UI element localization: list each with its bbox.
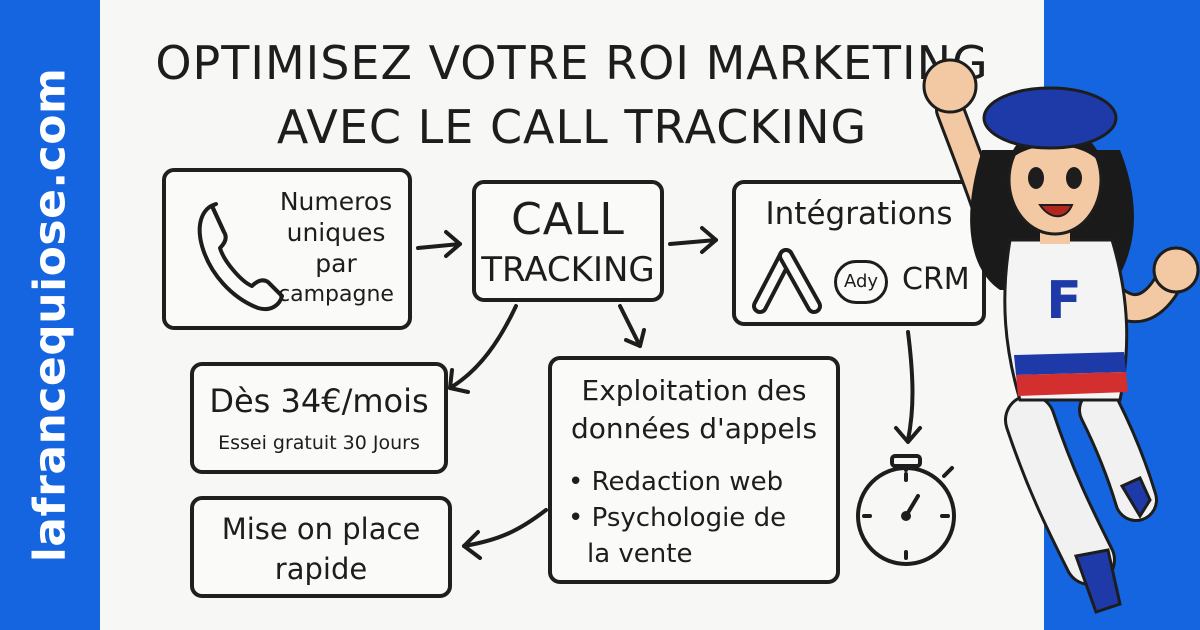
bullet-text-3: la vente [587, 539, 693, 569]
raised-fist-icon [922, 58, 978, 114]
call-tracking-line-1: CALL [511, 194, 625, 245]
arrow-call-to-integrations [668, 226, 718, 254]
call-tracking-line-2: TRACKING [481, 250, 655, 290]
arrow-integrations-to-timer [894, 330, 922, 444]
title-line-1: OPTIMISEZ VOTRE ROI MARKETING [155, 36, 989, 90]
bullet-item-1: • Redaction web [568, 467, 784, 497]
ads-badge: Ady [834, 260, 888, 304]
call-tracking-box: CALL TRACKING [472, 180, 664, 302]
exploitation-title-1: Exploitation des [581, 374, 807, 407]
exploitation-title-2: données d'appels [570, 412, 818, 445]
numbers-line-4: campagne [278, 282, 394, 307]
crm-label: CRM [902, 262, 970, 297]
bullet-item-2: • Psychologie de [568, 503, 787, 533]
arrow-call-to-exploitation [618, 304, 646, 348]
mascot-left-eye [1028, 167, 1044, 189]
ads-label: Ady [843, 271, 879, 292]
price-text: Dès 34€/mois [209, 382, 429, 420]
price-box: Dès 34€/mois Essei gratuit 30 Jours [190, 362, 448, 474]
phone-icon [197, 202, 284, 311]
whiteboard: OPTIMISEZ VOTRE ROI MARKETING AVEC LE CA… [100, 0, 1044, 630]
bullet-text-2: Psychologie de [591, 503, 787, 533]
title-line-2: AVEC LE CALL TRACKING [276, 100, 868, 154]
exploitation-box: Exploitation des données d'appels • Reda… [548, 356, 840, 584]
fist-icon [1152, 246, 1200, 294]
numbers-line-3: par [315, 249, 357, 278]
mascot-right-eye [1066, 167, 1082, 189]
numbers-line-2: uniques [286, 218, 386, 247]
integrations-title: Intégrations [765, 196, 953, 232]
google-ads-icon [752, 248, 822, 314]
arrow-call-to-price [448, 304, 518, 394]
bullet-text-1: Redaction web [591, 467, 784, 497]
arrow-numbers-to-call [416, 230, 462, 258]
setup-line-2: rapide [274, 552, 368, 586]
arrow-exploitation-to-setup [462, 508, 548, 560]
mascot-figure [922, 58, 1200, 614]
bullet-item-3: la vente [568, 536, 786, 572]
stopwatch-icon [856, 454, 956, 566]
shirt-letter: F [1046, 271, 1082, 331]
setup-box: Mise on place rapide [190, 496, 452, 598]
left-brand-band: lafrancequiose.com [0, 0, 100, 630]
trial-text: Essei gratuit 30 Jours [218, 432, 420, 454]
setup-line-1: Mise on place [221, 512, 421, 546]
connectors-layer [416, 226, 956, 566]
numbers-line-1: Numeros [279, 187, 393, 216]
beret-icon [982, 86, 1118, 150]
integrations-box: Intégrations Ady CRM [732, 180, 986, 326]
numbers-box: Numeros uniques par campagne [162, 168, 412, 330]
